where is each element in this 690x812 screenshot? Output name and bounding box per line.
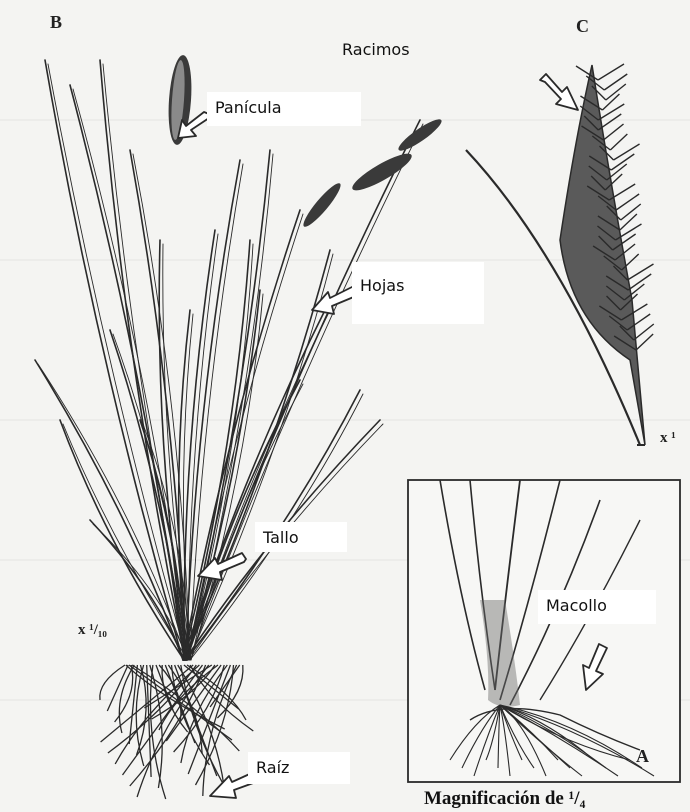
spikelet [614, 144, 640, 160]
panel-a-letter: A [636, 746, 649, 767]
plant-leaves [35, 60, 423, 660]
panel-b-letter: B [50, 12, 62, 33]
spikelet [604, 124, 624, 140]
spikelet [598, 64, 624, 80]
spikelet [621, 204, 641, 220]
leaf-edge [187, 304, 333, 660]
panicula-label: Panícula [207, 92, 361, 126]
leaf-blade [70, 85, 184, 660]
panel-c-letter: C [576, 16, 589, 37]
leaf-edge [189, 124, 423, 660]
spikelet [604, 74, 627, 90]
magnification-caption: Magnificación de ¹/₄ [424, 788, 585, 810]
hojas-label: Hojas [352, 262, 484, 324]
spikelet [598, 104, 624, 120]
leaf-edge [187, 244, 253, 660]
racimos-arrow [540, 74, 578, 110]
root-strand [107, 665, 128, 711]
leaf-edge [73, 89, 188, 660]
raiz-label: Raíz [248, 752, 350, 784]
tiller-inset-a [408, 480, 680, 782]
racimos-title: Racimos [338, 40, 414, 59]
spikelet [576, 66, 598, 80]
scale-c: x ¹ [660, 430, 676, 447]
root-strand [210, 665, 240, 707]
spikelet [610, 134, 627, 150]
macollo-label: Macollo [538, 590, 656, 624]
tallo-label: Tallo [255, 522, 347, 552]
spike-drawing-c [466, 64, 654, 445]
spikelet [627, 264, 653, 280]
panicle-inflorescences [166, 54, 445, 230]
scale-b: x ¹/₁₀ [78, 622, 107, 639]
spikelet [634, 324, 654, 340]
